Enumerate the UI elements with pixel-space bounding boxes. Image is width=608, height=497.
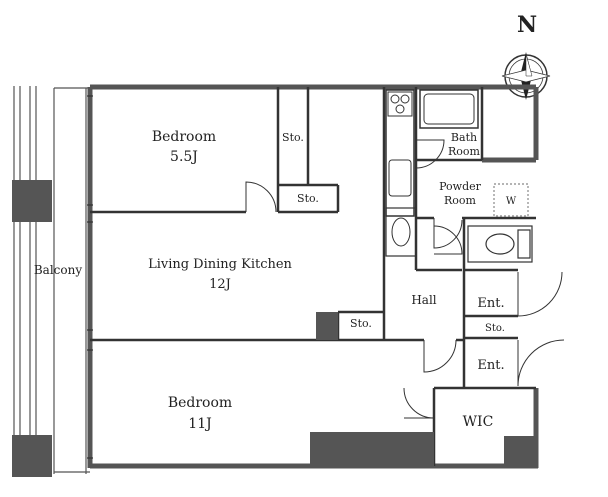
wic-label: WIC <box>463 414 494 430</box>
bath-room-label-line2: Room <box>448 145 481 158</box>
kitchen-counter <box>385 89 415 217</box>
window-marks <box>87 95 93 459</box>
entrance-1-label: Ent. <box>477 296 504 311</box>
bath-room-label-line1: Bath <box>451 131 477 144</box>
balcony-label: Balcony <box>34 263 82 277</box>
column-bottom-left <box>310 432 434 466</box>
powder-room-label-line1: Powder <box>439 180 482 193</box>
bedroom-bottom-size: 11J <box>188 416 211 432</box>
storage-ldk-label: Sto. <box>350 317 372 330</box>
door-swings <box>245 139 565 419</box>
column-ldk <box>316 312 338 340</box>
storage-ent-label: Sto. <box>485 323 505 334</box>
entrance-2-label: Ent. <box>477 358 504 373</box>
ldk-name: Living Dining Kitchen <box>148 257 292 272</box>
storage-top-vertical-label: Sto. <box>282 131 304 144</box>
storage-top-small-label: Sto. <box>297 192 319 205</box>
stove-icon <box>387 91 413 117</box>
balcony-column-bottom <box>12 435 52 477</box>
hall-label: Hall <box>411 293 436 307</box>
powder-room-label-line2: Room <box>444 194 477 207</box>
bedroom-top-size: 5.5J <box>170 149 198 165</box>
bathtub-icon <box>419 89 479 129</box>
toilet-icon <box>467 225 533 263</box>
balcony-column-top <box>12 180 52 222</box>
bedroom-top-name: Bedroom <box>152 129 216 145</box>
washbasin-counter <box>385 207 417 257</box>
washer-space <box>493 183 529 217</box>
balcony-railing <box>13 86 90 474</box>
bedroom-bottom-name: Bedroom <box>168 395 232 411</box>
compass-north-label: N <box>517 12 537 38</box>
sink-icon <box>388 159 412 197</box>
column-wic <box>504 436 536 466</box>
north-compass-icon <box>501 52 551 100</box>
washbasin-icon <box>391 217 411 247</box>
washer-label: W <box>506 196 517 207</box>
ldk-size: 12J <box>209 277 231 292</box>
interior-walls <box>90 87 536 466</box>
